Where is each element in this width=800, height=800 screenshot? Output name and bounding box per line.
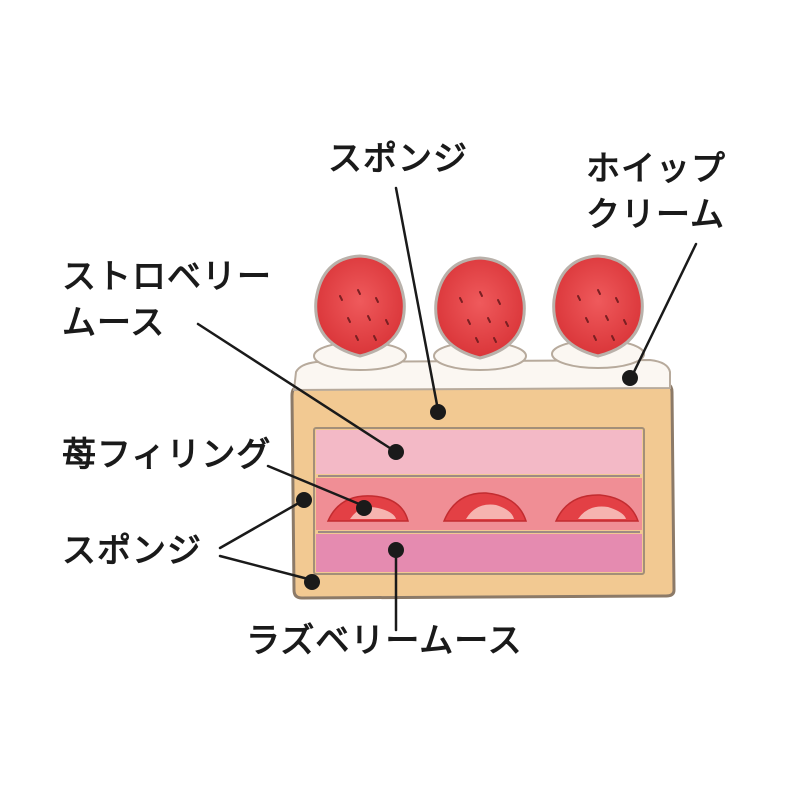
leader-lines (196, 186, 698, 632)
dot-sponge-side (296, 492, 312, 508)
dot-raspberry-mousse (388, 542, 404, 558)
topping-strawberry-3 (551, 254, 645, 369)
label-strawberry-mousse-line1: ストロベリー (62, 257, 272, 297)
leader-dots (296, 370, 638, 590)
label-sponge-top: スポンジ (328, 139, 468, 179)
inner-frame (313, 427, 645, 575)
strawberry-mousse-layer (316, 430, 642, 474)
dot-strawberry-filling (356, 500, 372, 516)
dot-sponge-bottom (304, 574, 320, 590)
strawberry-halves (326, 492, 640, 522)
label-sponge-bottom: スポンジ (62, 531, 202, 571)
dot-strawberry-mousse (388, 444, 404, 460)
label-whipped-cream-line2: クリーム (586, 195, 725, 235)
topping-strawberry-1 (313, 254, 407, 371)
label-strawberry-mousse: ストロベリー ムース (62, 254, 272, 346)
topping-strawberry-2 (433, 256, 527, 371)
dot-sponge-top (430, 404, 446, 420)
label-whipped-cream: ホイップ クリーム (586, 146, 726, 238)
raspberry-mousse-layer (316, 534, 642, 572)
label-whipped-cream-line1: ホイップ (586, 149, 726, 189)
dot-whipped-cream (622, 370, 638, 386)
label-strawberry-filling: 苺フィリング (62, 435, 272, 475)
label-strawberry-mousse-line2: ムース (62, 303, 166, 343)
label-raspberry-mousse: ラズベリームース (246, 621, 523, 661)
strawberry-seeds (339, 289, 627, 343)
